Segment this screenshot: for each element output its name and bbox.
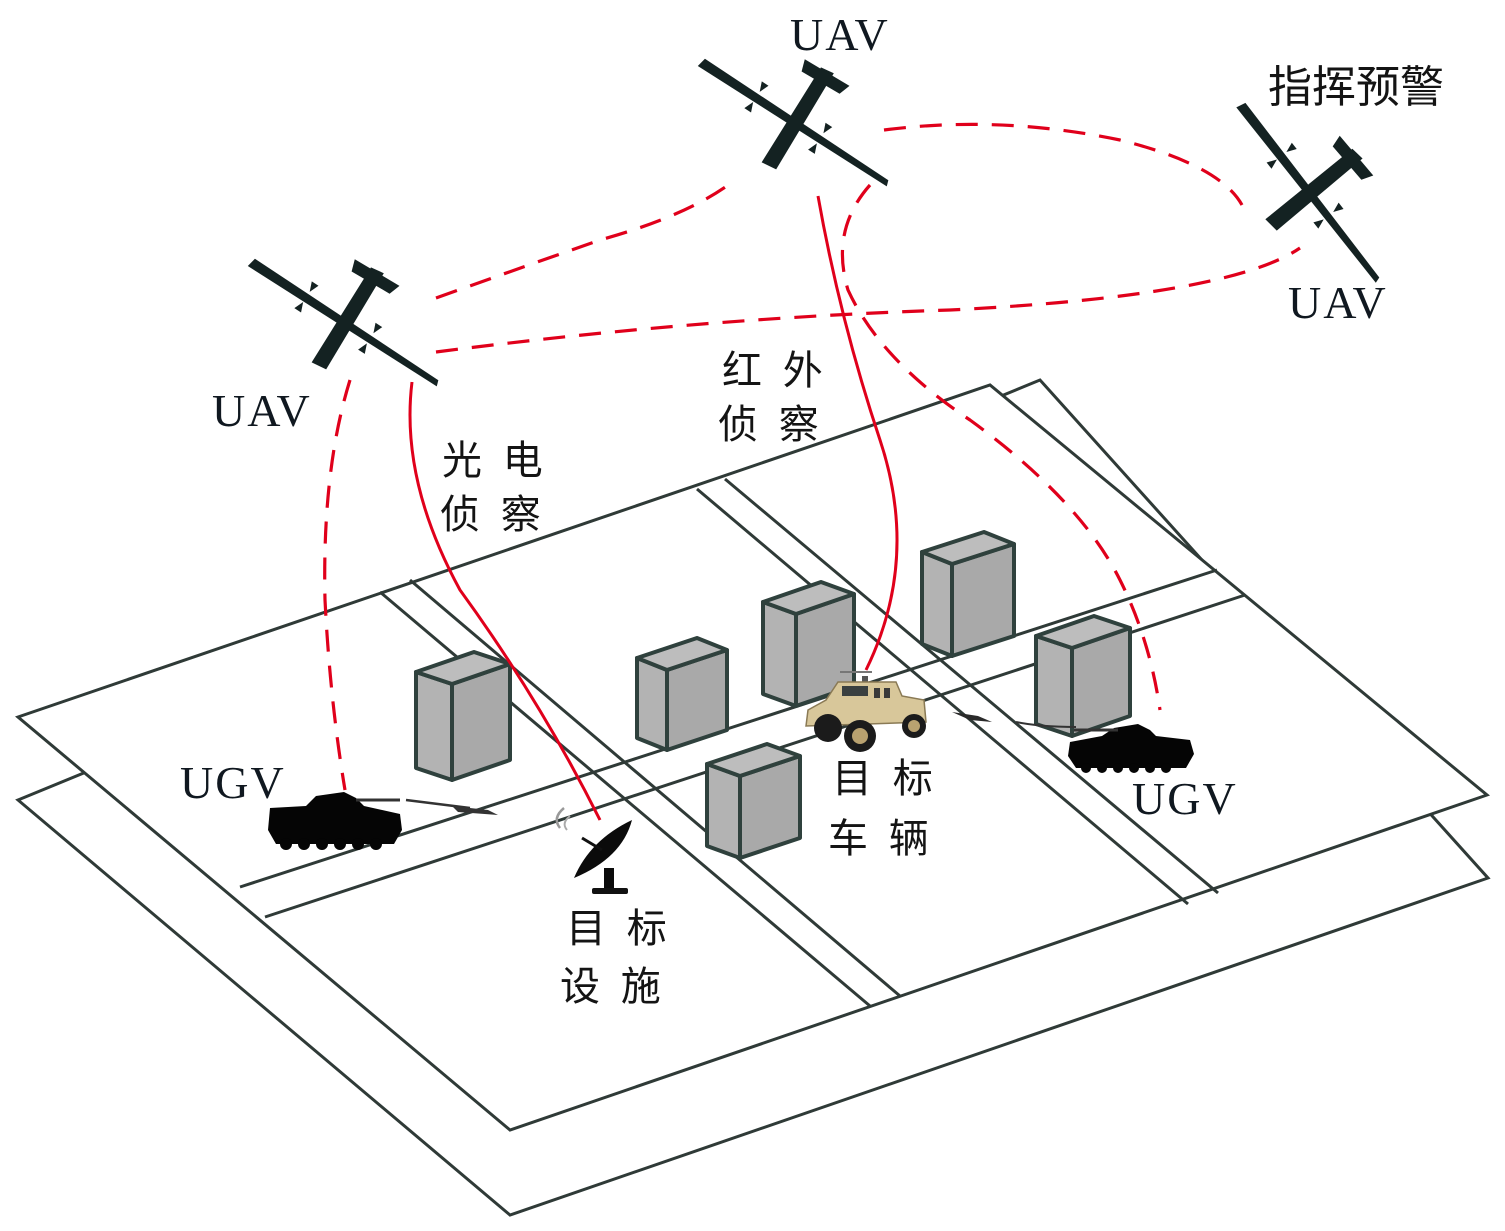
uav-drone-icon [1236, 102, 1380, 283]
uav-top-label: UAV [790, 9, 890, 60]
building-top-face [1034, 614, 1132, 650]
target-vehicle-label-line1: 目 标 [832, 756, 937, 802]
ugv-left-beam [405, 798, 471, 810]
link-uav-left-to-ugv-left [323, 379, 352, 791]
link-uav-top-to-uav-right [883, 122, 1244, 206]
ugv-right-beam [1015, 721, 1077, 728]
road-diagonal-edge [696, 487, 1189, 906]
building-front-face [414, 670, 454, 782]
building-front-face [1034, 634, 1074, 738]
links [323, 122, 1301, 821]
building-front-face [635, 656, 669, 752]
building [761, 580, 856, 708]
building [920, 530, 1016, 658]
uav-drone-icon [247, 258, 439, 387]
uav-left-label: UAV [212, 385, 312, 436]
command-warning-label: 指挥预警 [1268, 62, 1444, 113]
building-top-face [705, 742, 802, 778]
target-facility-label-line2: 设 施 [560, 964, 665, 1010]
ugv-right-label: UGV [1132, 773, 1238, 824]
link-eo-recon [408, 381, 602, 821]
radar-dish-icon [555, 807, 632, 894]
building-top-face [635, 636, 729, 672]
missile-icon [452, 806, 498, 815]
building-front-face [705, 762, 742, 860]
eo-recon-label-line2: 侦 察 [440, 492, 545, 538]
link-uav-top-to-ugv-right [840, 183, 1162, 711]
uav-drone-icon [697, 58, 889, 187]
target-facility-label-line1: 目 标 [566, 906, 671, 952]
building-top-face [920, 530, 1016, 566]
building-front-face [920, 550, 954, 658]
link-uav-left-to-uav-right [435, 246, 1301, 354]
buildings [414, 530, 1132, 860]
uav-right-label: UAV [1288, 277, 1388, 328]
missile-icon [952, 712, 992, 722]
ugv-left-label: UGV [180, 757, 286, 808]
building-front-face [761, 600, 798, 708]
road-diagonal-edge [724, 477, 1219, 895]
ir-recon-label-line1: 红 外 [722, 348, 827, 394]
link-ir-recon [816, 195, 899, 671]
building-top-face [761, 580, 856, 616]
tank-icon [268, 792, 402, 850]
eo-recon-label-line1: 光 电 [442, 438, 547, 484]
building [414, 650, 512, 782]
building [705, 742, 802, 860]
humvee-icon [805, 671, 927, 752]
link-uav-left-to-uav-top [435, 178, 736, 300]
building [635, 636, 729, 752]
uav-group [247, 58, 1380, 387]
target-vehicle-label-line2: 车 辆 [828, 816, 933, 862]
building [1034, 614, 1132, 738]
ir-recon-label-line2: 侦 察 [718, 402, 823, 448]
tank-icon [1068, 724, 1194, 773]
road-diagonal-edge [409, 578, 901, 998]
